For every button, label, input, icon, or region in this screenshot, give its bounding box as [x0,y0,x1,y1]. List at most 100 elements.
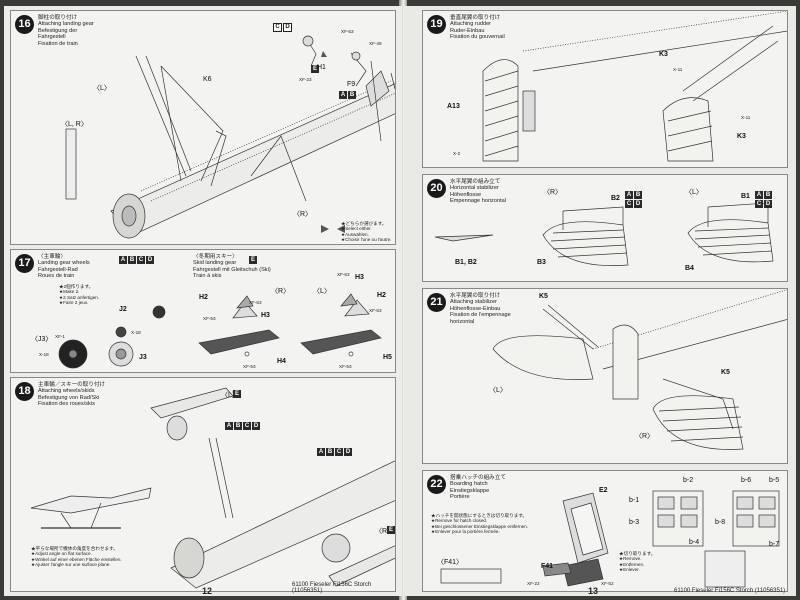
version-box-e: E [311,65,319,73]
angle-note: ★平らな場所で機体の角度を合わせます。★Adjust angle on flat… [31,546,122,568]
side-label-l: 〈L〉 [685,189,703,196]
screw-label: X-2 [453,151,461,156]
step-number: 16 [15,15,34,34]
page-number: 12 [202,586,213,596]
part-label-h4: H4 [277,358,286,365]
side-label-r: 〈R〉 [635,433,655,440]
part-label-e2: E2 [599,487,608,494]
side-label-r: 〈R〉 [375,528,395,535]
paint-label: XF-53 [249,300,262,305]
decal-label: b-8 [715,519,726,526]
decal-label: b-5 [769,477,780,484]
part-label-j3-sub: 〈J3〉 [31,336,53,343]
paint-label: XF-49 [369,41,382,46]
part-label-k5: K5 [539,293,548,300]
screw-label: X-11 [741,115,751,120]
part-label-f41-detail: 〈F41〉 [437,559,464,566]
side-label-r: 〈R〉 [543,189,563,196]
part-label-h5: H5 [383,354,392,361]
part-label-h3b: H3 [355,274,364,281]
book-gutter [399,0,407,600]
part-label-a13: A13 [447,103,460,110]
paint-label: XF-22 [527,581,540,586]
part-label-b2: B2 [611,195,620,202]
side-label-l: 〈L〉 [313,288,331,295]
version-box-e: E [249,256,257,264]
side-label-l: 〈L〉 [93,85,111,92]
side-label-l: 〈L〉 [489,387,507,394]
stabilizer-attach-drawing [492,289,787,450]
paint-label: XF-53 [337,272,350,277]
side-label-l: 〈L〉 [221,392,239,399]
part-label-h2b: H2 [377,292,386,299]
wheels-skis-attach-drawing [30,387,395,589]
make-two-note: ★2個作ります。★Make 2.★2 Satz anfertigen.★Fair… [59,284,100,306]
paint-label: XF-1 [55,334,65,339]
part-label-b3: B3 [537,259,546,266]
screw-label: X-11 [673,67,683,72]
part-label-f9: F9 [347,81,356,88]
version-box-e: E [233,390,241,398]
footer-kit-info: 61100 Fieseler Fi156C Storch (11056351) [674,588,786,594]
rudder-drawing [482,11,787,162]
decal-label: b-4 [689,539,700,546]
decal-label: b-7 [769,541,780,548]
side-label-r: 〈R〉 [293,211,313,218]
part-label-b4: B4 [685,265,694,272]
paint-label: XF-53 [341,29,354,34]
part-label-h2: H2 [199,294,208,301]
paint-label: XF-52 [601,581,614,586]
decal-label: b-2 [683,477,694,484]
part-label-b1-b2: B1, B2 [455,259,477,266]
paint-label: XF-53 [243,364,256,369]
boarding-hatch-drawing [440,490,780,588]
part-label-j3: J3 [139,354,147,361]
screw-label: X-18 [131,330,141,335]
part-label-f41: F41 [541,563,554,570]
step-number: 21 [427,293,446,312]
wheels-and-skis-drawing [58,293,382,369]
paint-label: XF-53 [203,316,216,321]
paint-label: XF-23 [299,77,312,82]
part-label-b1: B1 [741,193,750,200]
paint-label: XF-53 [369,308,382,313]
part-label-h3: H3 [261,312,270,319]
decal-label: b-3 [629,519,640,526]
step-number: 17 [15,254,34,273]
part-label-k3: K3 [659,51,668,58]
hatch-note: ★ハッチを開状態にするときは切り取ります。★Remove for hatch c… [431,513,529,535]
step-number: 22 [427,475,446,494]
part-label-j2: J2 [119,306,127,313]
side-label-r: 〈R〉 [271,288,291,295]
decal-label: b-6 [741,477,752,484]
step-number: 20 [427,179,446,198]
part-label-k5: K5 [721,369,730,376]
paint-label: XF-53 [339,364,352,369]
part-label-k6: K6 [203,76,212,83]
select-note: ★どちらか選びます。★Select either.★Auswählen.★Cho… [341,221,392,243]
footer-kit-info: 61100 Fieseler Fi156C Storch (11056351) [292,582,372,594]
step-number: 18 [15,382,34,401]
side-label-lr: 〈L, R〉 [61,121,88,128]
